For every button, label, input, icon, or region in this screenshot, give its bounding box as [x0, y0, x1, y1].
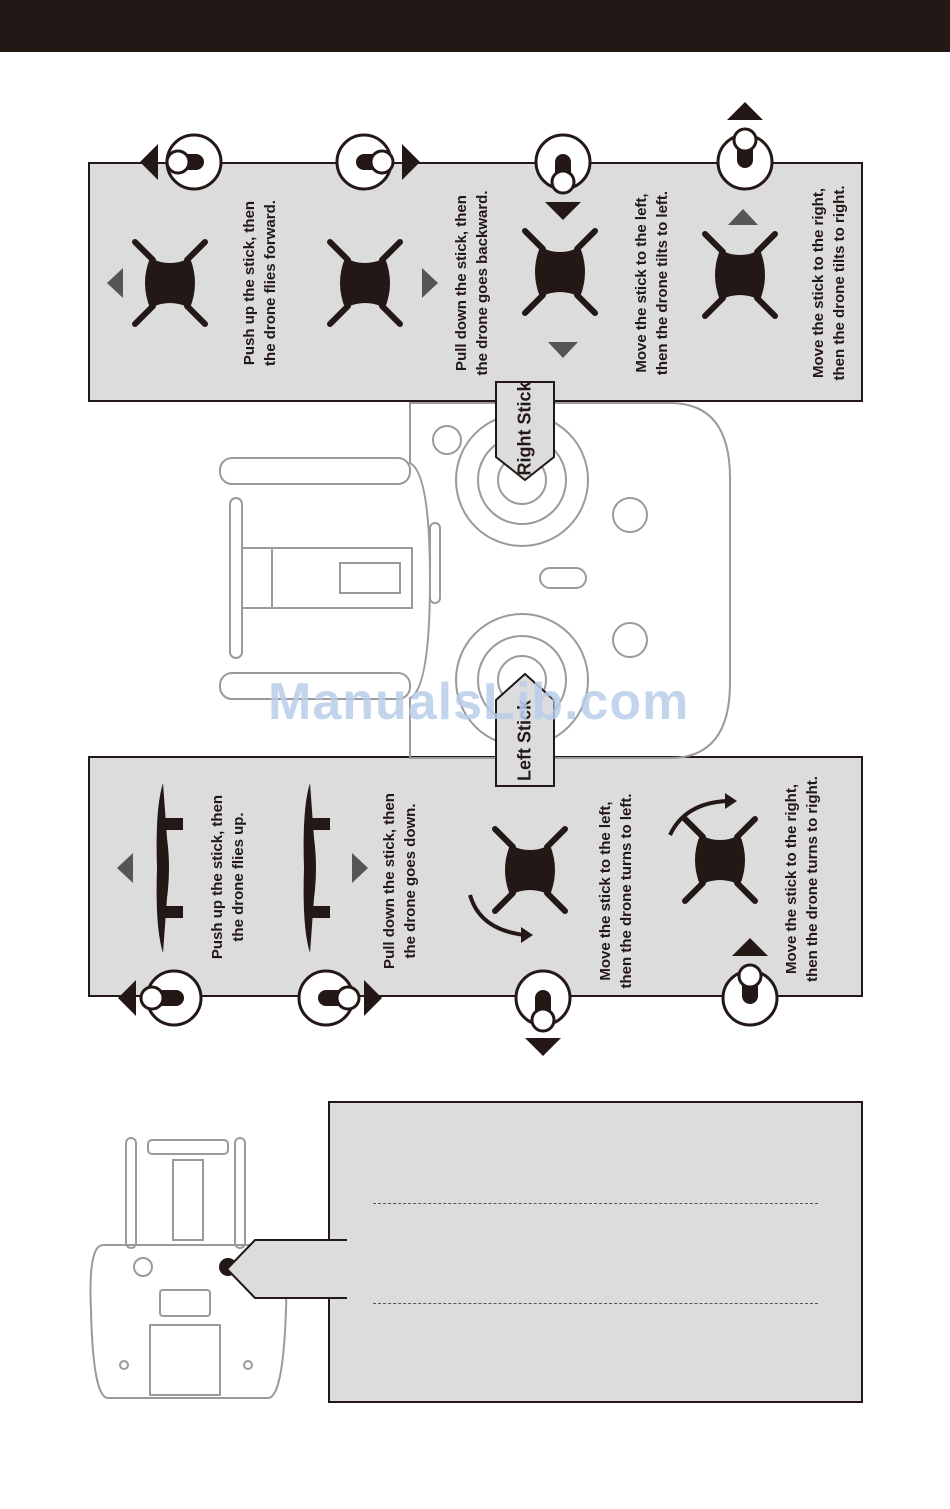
stick-indicator-icon — [721, 938, 779, 1027]
stick-indicator-icon — [514, 969, 572, 1056]
stick-indicator-icon — [297, 969, 382, 1027]
drone-top-view-icon — [107, 239, 208, 327]
stick-indicator-icon — [716, 102, 774, 191]
left-stick-down-text: Pull down the stick, then the drone goes… — [381, 793, 419, 969]
right-stick-backward-text: Pull down the stick, then the drone goes… — [453, 190, 491, 376]
stick-indicator-icon — [118, 969, 203, 1027]
stick-indicator-icon — [140, 133, 223, 191]
drone-top-view-icon — [702, 209, 778, 319]
trim-info-panel — [328, 1101, 863, 1403]
drone-turn-right-icon — [668, 793, 758, 904]
divider-line — [373, 1203, 818, 1204]
right-stick-tilt-right-text: Move the stick to the right, then the dr… — [810, 185, 848, 381]
drone-side-view-icon — [303, 783, 368, 953]
stick-indicator-icon — [335, 133, 420, 191]
trim-pointer — [225, 1239, 347, 1299]
right-stick-forward-text: Push up the stick, then the drone flies … — [241, 200, 279, 366]
watermark-text: ManualsLib.com — [268, 673, 690, 731]
stick-indicator-icon — [534, 133, 592, 220]
header-bar — [0, 0, 950, 52]
left-stick-turn-left-text: Move the stick to the left, then the dro… — [597, 793, 635, 989]
right-stick-tilt-left-text: Move the stick to the left, then the dro… — [633, 190, 671, 376]
left-stick-up-text: Push up the stick, then the drone flies … — [209, 794, 247, 960]
right-stick-pointer — [495, 381, 555, 482]
drone-top-view-icon — [522, 228, 598, 358]
left-stick-pointer — [495, 672, 555, 787]
drone-side-view-icon — [117, 783, 183, 953]
drone-top-view-icon — [327, 239, 438, 327]
drone-turn-left-icon — [468, 826, 568, 943]
right-stick-label: Right Stick — [514, 381, 535, 476]
divider-line — [373, 1303, 818, 1304]
